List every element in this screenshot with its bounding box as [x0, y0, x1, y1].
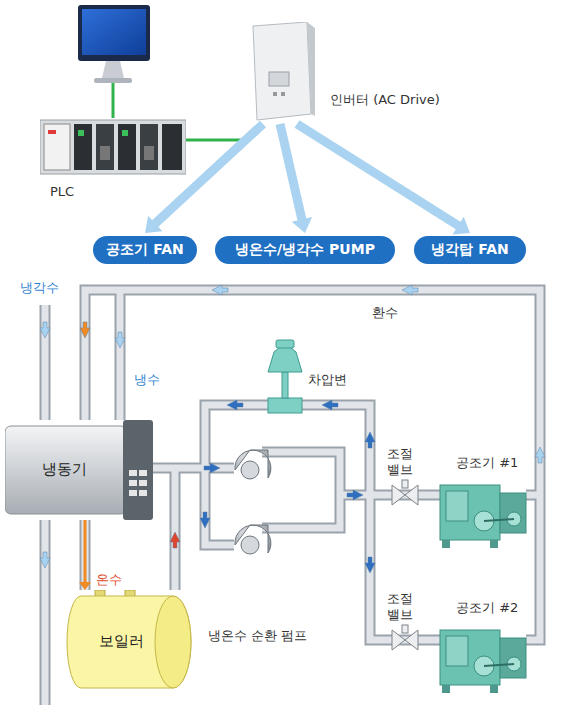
- air-handler-art: [438, 475, 528, 554]
- flow-arrow: [40, 322, 50, 338]
- flow-arrow: [170, 532, 180, 548]
- flow-arrow: [204, 463, 220, 473]
- connector: [280, 124, 312, 233]
- arrow-head: [453, 217, 470, 235]
- part-label: 조절 밸브: [384, 591, 415, 624]
- node-label: 공조기 #2: [456, 600, 518, 616]
- connector: [297, 124, 470, 234]
- control-valve: [392, 480, 418, 650]
- target-pill: 냉각탑 FAN: [414, 236, 526, 264]
- flow-arrow: [212, 285, 228, 295]
- connector: [79, 520, 91, 590]
- part-label: 차압변: [308, 372, 347, 388]
- connector-line: [186, 139, 245, 142]
- plc-unit: PLC: [40, 116, 186, 204]
- flow-arrow: [535, 447, 545, 463]
- flow-arrow: [227, 400, 243, 410]
- pill-label: 냉온수/냉각수 PUMP: [235, 241, 375, 258]
- part-label: 온수: [96, 572, 122, 588]
- flow-arrow: [402, 285, 418, 295]
- monitor-icon: [78, 5, 150, 118]
- part-label: 냉수: [134, 372, 160, 388]
- flow-arrow: [322, 400, 338, 410]
- flow-arrow: [80, 322, 90, 338]
- connector-line: [280, 124, 302, 222]
- node-label: 냉동기: [42, 460, 87, 478]
- node-label: PLC: [50, 184, 74, 200]
- node-label: 인버터 (AC Drive): [330, 92, 440, 108]
- air-handler: 공조기 #1: [438, 455, 528, 550]
- part-label: 환수: [372, 305, 398, 321]
- target-pill: 냉온수/냉각수 PUMP: [215, 236, 395, 264]
- connector-line: [297, 124, 461, 227]
- connector: [145, 124, 263, 233]
- connector-line: [84, 520, 87, 584]
- flow-arrow: [347, 490, 363, 500]
- arrow-head: [79, 582, 91, 590]
- pill-label: 냉각탑 FAN: [431, 241, 508, 258]
- air-handler-art: [438, 620, 528, 699]
- chiller-unit: 냉동기: [5, 420, 153, 520]
- inverter-device: 인버터 (AC Drive): [245, 22, 315, 122]
- part-label: 냉온수 순환 펌프: [208, 628, 307, 644]
- flow-arrow: [40, 552, 50, 568]
- pill-label: 공조기 FAN: [106, 241, 183, 258]
- arrow-head: [145, 216, 162, 233]
- part-label: 냉각수: [20, 280, 59, 296]
- connector-line: [153, 124, 263, 225]
- flow-arrow: [200, 512, 210, 528]
- air-handler: 공조기 #2: [438, 600, 528, 695]
- node-label: 보일러: [99, 632, 144, 650]
- boiler-tank: 보일러: [65, 590, 193, 690]
- plc-unit-art: [40, 116, 186, 180]
- differential-valve: [268, 340, 302, 413]
- flow-arrow: [365, 557, 375, 573]
- arrow-head: [292, 217, 312, 233]
- flow-arrow: [365, 432, 375, 448]
- pump-symbol: [235, 450, 271, 554]
- connector: [186, 140, 245, 141]
- flow-arrow: [115, 332, 125, 348]
- inverter-device-art: [245, 22, 315, 126]
- part-label: 조절 밸브: [384, 446, 415, 479]
- target-pill: 공조기 FAN: [93, 236, 197, 264]
- node-label: 공조기 #1: [456, 455, 518, 471]
